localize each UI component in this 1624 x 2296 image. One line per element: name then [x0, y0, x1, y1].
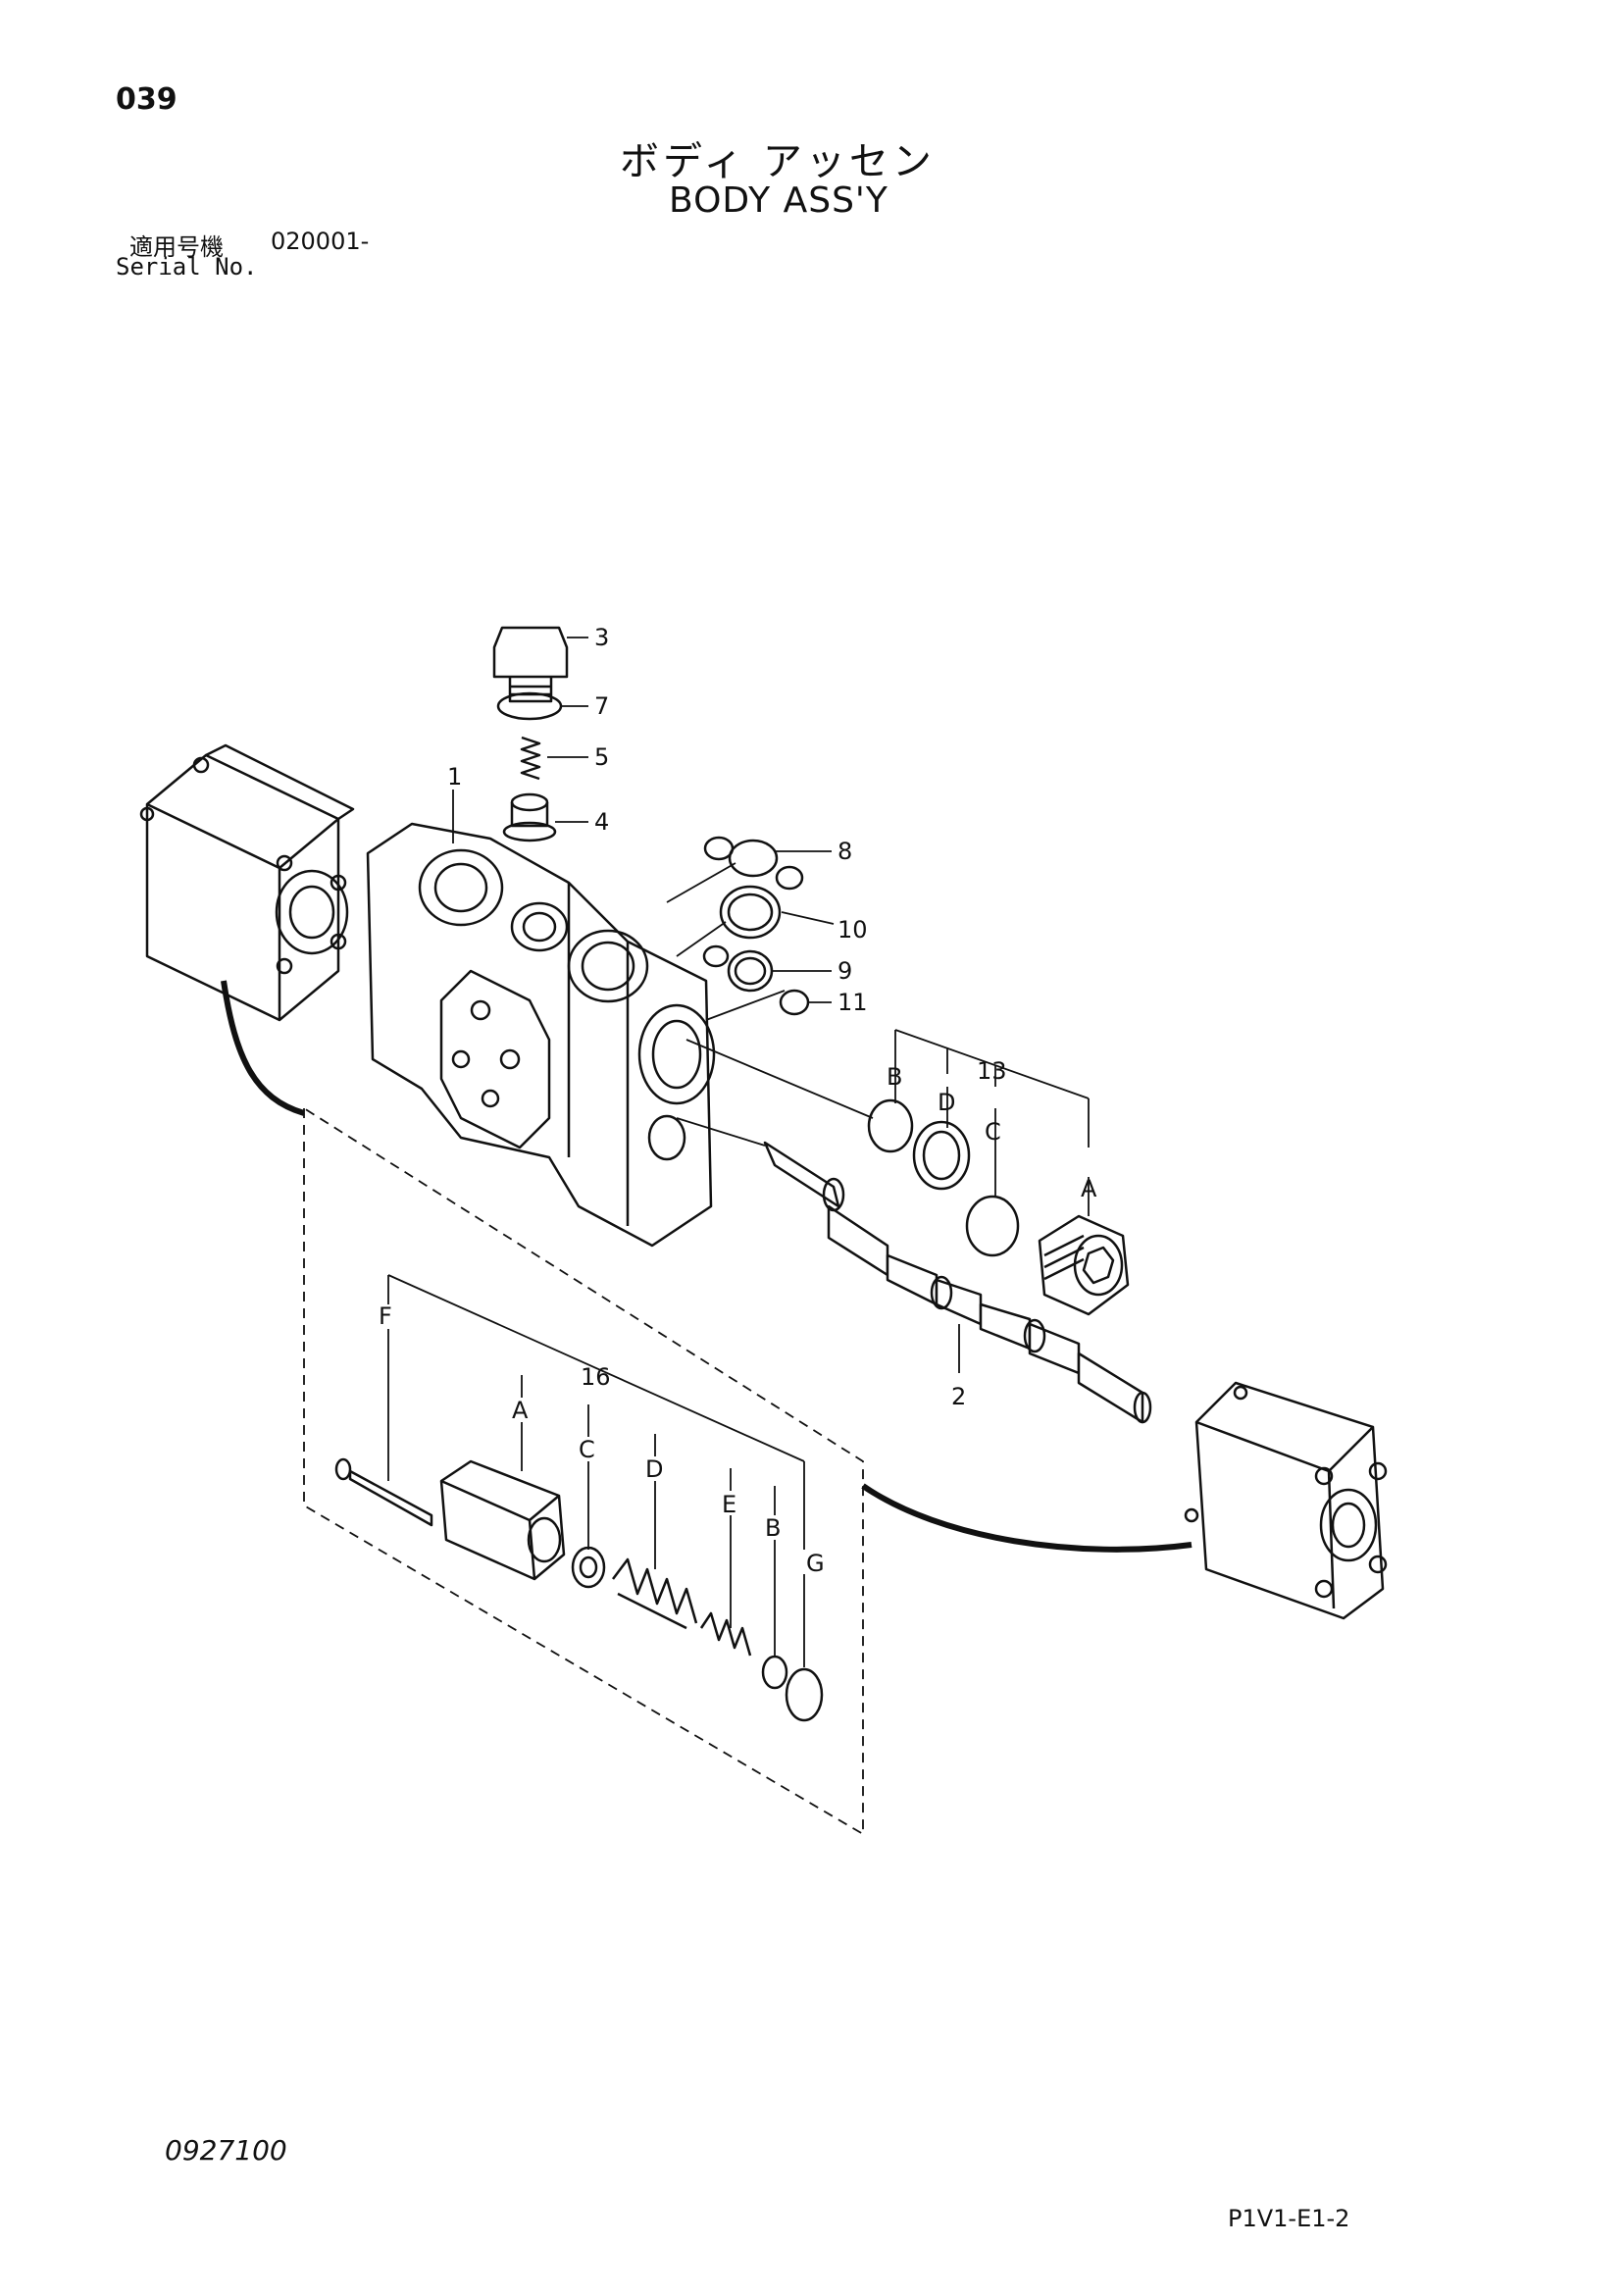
o-ring [965, 1195, 1020, 1257]
callout-16-a: A [512, 1397, 529, 1424]
callout-4: 4 [594, 808, 609, 836]
plug [1038, 1214, 1130, 1316]
callout-7: 7 [594, 692, 609, 720]
connector-curve [861, 1483, 1193, 1553]
callout-13: 13 [977, 1057, 1007, 1085]
valve-body [366, 822, 716, 1248]
callout-16-c: C [579, 1436, 595, 1463]
page-number: 039 [116, 82, 178, 117]
callout-13-a: A [1081, 1175, 1097, 1202]
callout-2: 2 [951, 1383, 966, 1410]
spring-seat [761, 1655, 788, 1690]
callout-10: 10 [837, 916, 868, 944]
callout-3: 3 [594, 624, 609, 651]
callout-11: 11 [837, 989, 868, 1016]
callout-9: 9 [837, 957, 852, 985]
callout-16-b: B [765, 1514, 781, 1542]
callout-8: 8 [837, 838, 852, 865]
callout-13-d: D [938, 1089, 955, 1116]
callout-16: 16 [581, 1363, 611, 1391]
callout-13-b: B [887, 1063, 902, 1091]
bolt [334, 1457, 433, 1527]
o-ring [867, 1098, 914, 1153]
document-number: 0927100 [165, 2134, 287, 2167]
callout-16-g: G [806, 1550, 825, 1577]
serial-label-japanese: 適用号機 [129, 233, 224, 261]
left-end-cover [139, 743, 355, 1022]
leader-lines [387, 637, 1090, 1667]
o-ring [496, 691, 563, 721]
callout-5: 5 [594, 743, 609, 771]
spring-seat [571, 1546, 606, 1589]
spring [520, 736, 541, 781]
title-japanese: ボディ アッセン [620, 139, 936, 184]
callout-13-c: C [985, 1118, 1001, 1146]
page-code: P1V1-E1-2 [1228, 2205, 1350, 2232]
backup-ring [912, 1120, 971, 1191]
dashed-enclosure [303, 1107, 864, 1835]
title-english: BODY ASS'Y [669, 180, 888, 221]
serial-value: 020001- [271, 228, 370, 255]
spool [763, 1141, 1152, 1424]
poppet [502, 792, 557, 842]
o-ring-group [702, 836, 810, 1016]
o-ring [785, 1667, 824, 1722]
right-end-cover [1184, 1381, 1388, 1620]
callout-16-d: D [645, 1455, 663, 1483]
plug [492, 626, 569, 703]
outer-spring [612, 1557, 698, 1630]
callout-1: 1 [447, 763, 462, 791]
serial-label-english: Serial No. [116, 253, 258, 281]
callout-16-e: E [722, 1491, 736, 1518]
inner-spring [699, 1611, 752, 1657]
connector-curve [221, 980, 305, 1116]
callout-16-f: F [379, 1302, 392, 1330]
cover-block [439, 1459, 566, 1581]
